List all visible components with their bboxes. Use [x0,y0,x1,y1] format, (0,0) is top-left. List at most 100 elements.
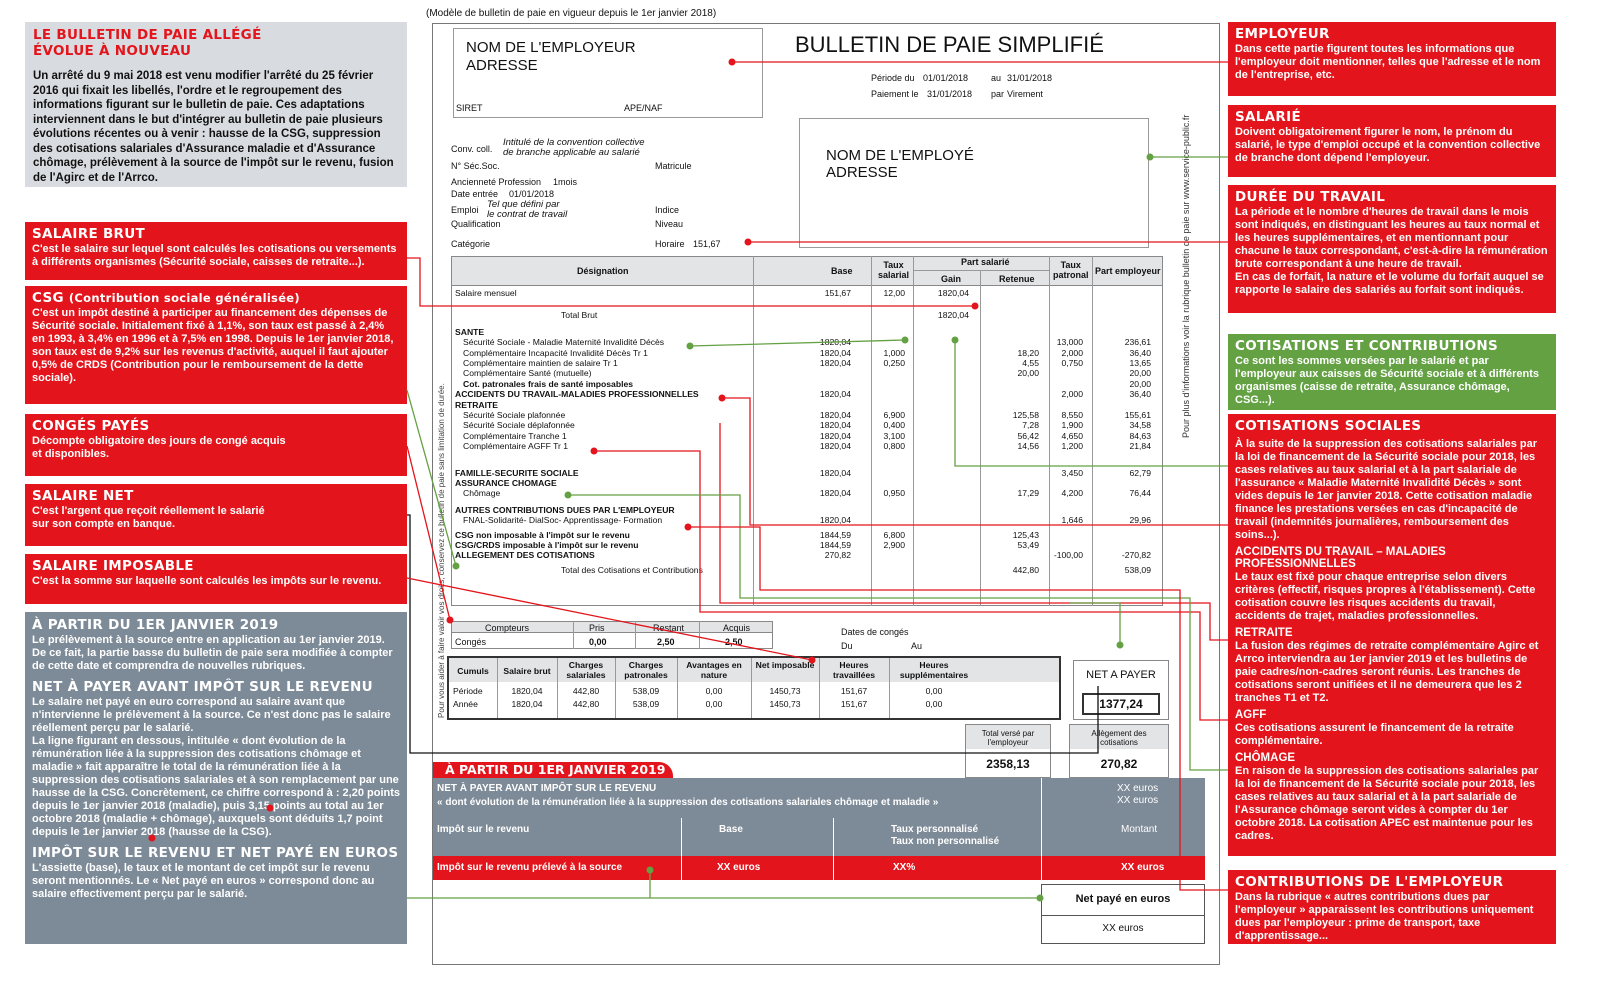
table-cell-retenue: 53,49 [1017,540,1039,550]
accidents-text: Le taux est fixé pour chaque entreprise … [1235,571,1536,622]
employeur-title: EMPLOYEUR [1235,26,1330,42]
cumuls-cell: 1450,73 [769,686,801,696]
preleve-taux: XX% [893,862,916,873]
conges-h-acquis: Acquis [723,623,751,633]
header-part-sal: Part salarié [961,257,1010,267]
intro-box: LE BULLETIN DE PAIE ALLÉGÉ ÉVOLUE À NOUV… [25,22,407,187]
net-paye-value: XX euros [1102,923,1144,934]
paiement-par: par [991,89,1005,99]
cumuls-cell: 538,09 [632,699,660,709]
table-cell-base: 1820,04 [819,430,851,441]
table-row-label: Complémentaire maintien de salaire Tr 1 [463,358,618,368]
table-cell-base: 1820,04 [819,488,851,499]
cumuls-cell: 151,67 [840,686,868,696]
table-cell-taux: 1,000 [883,347,905,358]
accidents-title: ACCIDENTS DU TRAVAIL – MALADIES PROFESSI… [1235,546,1446,570]
table-cell-retenue: 7,28 [1022,420,1039,431]
salaire-brut-text: C'est le salaire sur lequel sont calculé… [32,243,397,268]
cumuls-cell: 0,00 [925,699,943,709]
periode-to: 31/01/2018 [1007,73,1053,83]
anciennete-label: Ancienneté Profession [451,177,542,187]
table-row-label: Chômage [463,488,501,499]
table-cell-tpat: 2,000 [1061,347,1083,358]
table-cell-retenue: 20,00 [1017,368,1039,379]
table-cell-retenue: 14,56 [1017,441,1039,452]
impot-net-text: L'assiette (base), le taux et le montant… [32,862,375,900]
retraite-title: RETRAITE [1235,627,1293,639]
table-cell-gain: 1820,04 [937,288,969,298]
table-cell-base: 1820,04 [819,467,851,478]
col-divider [889,658,890,718]
taux-non-perso-label: Taux non personnalisé [891,836,1000,847]
col-divider [557,658,558,718]
periode-au: au [991,73,1002,83]
col-divider [699,621,700,649]
table-row-label: Total Brut [561,310,598,321]
table-cell-tpat: 8,550 [1061,410,1083,420]
allegement-value: 270,82 [1100,757,1138,771]
cotisations-contributions-text: Ce sont les sommes versées par le salari… [1235,355,1540,406]
banner-2019-text: À PARTIR DU 1ER JANVIER 2019 [445,762,666,777]
conservation-vertical: Pour vous aider à faire valoir vos droit… [437,383,446,718]
table-cell-base: 151,67 [824,288,851,298]
col-divider [1092,256,1093,606]
payslip-title: BULLETIN DE PAIE SIMPLIFIÉ [795,32,1104,57]
niveau-label: Niveau [655,219,684,229]
table-cell-taux: 0,400 [883,420,905,431]
table-cell-pemp: 13,65 [1129,358,1151,368]
header-retenue: Retenue [999,274,1035,284]
table-cell-tpat: 1,900 [1061,420,1083,431]
col-divider [635,621,636,649]
table-cell-taux: 6,900 [883,410,905,420]
salarie-title: SALARIÉ [1235,109,1301,125]
dont-evolution-label: « dont évolution de la rémunération liée… [437,797,939,808]
conges-h-restant: Restant [653,623,685,633]
chomage-text: En raison de la suppression des cotisati… [1235,765,1539,842]
table-row-label: Complémentaire Santé (mutuelle) [463,368,592,379]
dates-au: Au [911,641,923,651]
cotisations-sociales-title: COTISATIONS SOCIALES [1235,418,1422,434]
paiement-mode: Virement [1007,89,1043,99]
table-cell-tpat: 4,200 [1061,488,1083,499]
table-cell-taux: 12,00 [883,288,905,298]
cotisations-contributions-box: COTISATIONS ET CONTRIBUTIONS Ce sont les… [1228,334,1556,410]
table-cell-base: 1820,04 [819,389,851,400]
table-cell-pemp: -270,82 [1121,550,1151,561]
header-base: Base [831,266,853,276]
cumuls-header-cell: Charges patronales [624,660,668,680]
col-divider [681,818,682,880]
cotisations-contributions-title: COTISATIONS ET CONTRIBUTIONS [1235,338,1498,354]
col-divider [751,658,752,718]
paiement-date: 31/01/2018 [927,89,973,99]
table-cell-pemp: 62,79 [1129,467,1151,478]
salaire-imposable-box: SALAIRE IMPOSABLE C'est la somme sur laq… [25,554,407,604]
table-cell-base: 270,82 [824,550,851,561]
salaire-net-box: SALAIRE NET C'est l'argent que reçoit ré… [25,484,407,546]
qualification-label: Qualification [451,219,501,229]
col-divider [753,256,754,606]
header-gain: Gain [941,274,962,284]
table-row-label: FNAL-Solidarité- DialSoc- Apprentissage-… [463,515,663,526]
table-row-label: FAMILLE-SECURITE SOCIALE [455,467,579,478]
preleve-label: Impôt sur le revenu prélevé à la source [437,862,623,873]
net-avant-impot-row: NET À PAYER AVANT IMPÔT SUR LE REVENU « … [433,778,1205,818]
table-cell-retenue: 125,58 [1012,410,1039,420]
employer-box: NOM DE L'EMPLOYEUR ADRESSE SIRET APE/NAF [453,28,763,118]
net-paye-box: Net payé en euros XX euros [1041,884,1205,944]
entree-label: Date entrée [451,189,499,199]
conges-label: Congés [455,637,487,647]
cumuls-cell: 0,00 [705,699,723,709]
taux-perso-label: Taux personnalisé [891,824,979,835]
salaire-imposable-text: C'est la somme sur laquelle sont calculé… [32,575,382,587]
table-cell-gain: 1820,04 [937,310,969,321]
matricule-label: Matricule [655,161,692,171]
contributions-employeur-text: Dans la rubrique « autres contributions … [1235,891,1534,942]
table-cell-taux: 0,950 [883,488,905,499]
duree-travail-title: DURÉE DU TRAVAIL [1235,189,1386,205]
csg-title-main: CSG [32,290,64,306]
secsoc-label: N° Séc.Soc. [451,161,500,171]
table-cell-retenue: 4,55 [1022,358,1039,368]
cumuls-cell: 1450,73 [769,699,801,709]
csg-title: CSG (Contribution sociale généralisée) [32,290,400,306]
total-verse-label: Total versé par l'employeur [981,729,1035,747]
